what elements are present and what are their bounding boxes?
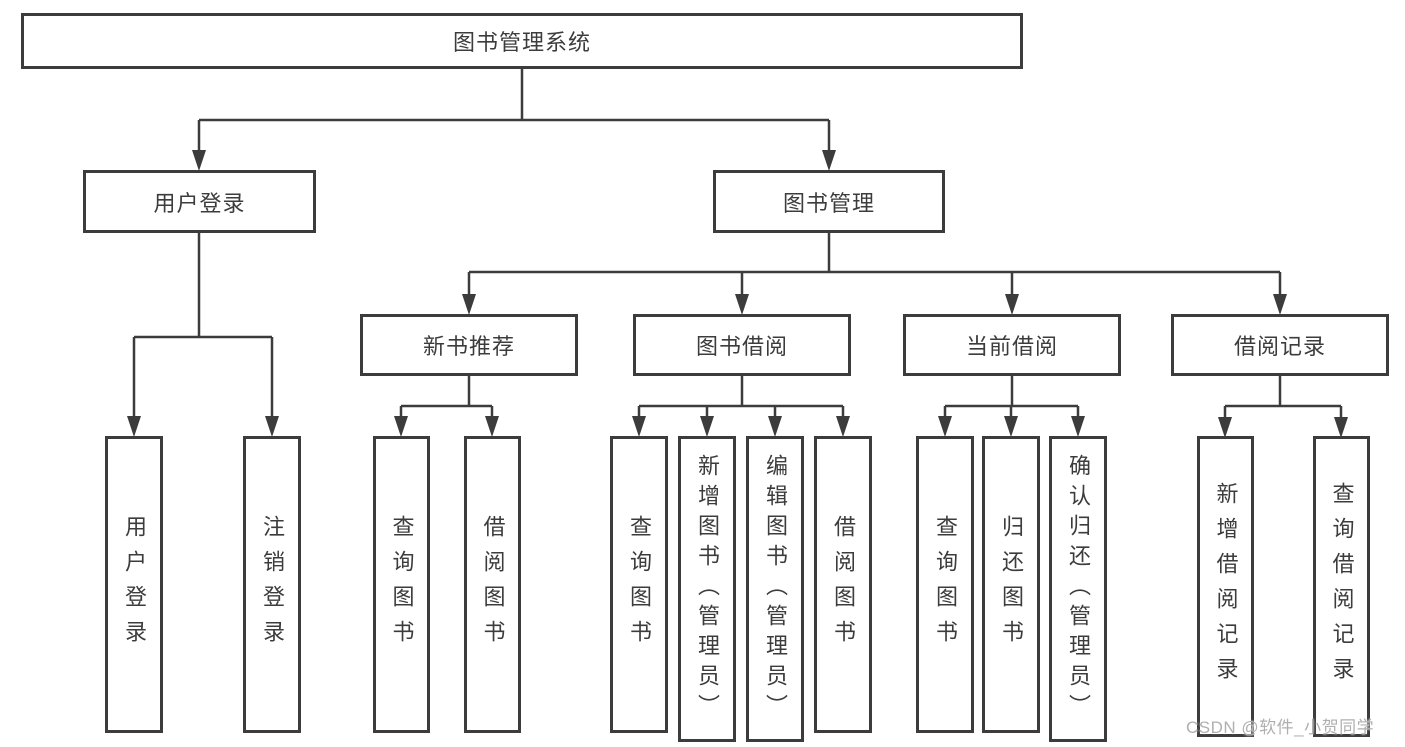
leaf-label: 借阅图书 [480,514,506,655]
leaf-borrow-books-borrowing: 借阅图书 [814,436,872,733]
leaf-label: 查询图书 [933,514,958,655]
leaf-add-borrow-record: 新增借阅记录 [1197,436,1254,737]
node-label: 用户登录 [153,190,246,216]
leaf-label: 借阅图书 [831,514,856,655]
leaf-add-books-admin: 新增图书（管理员） [678,436,736,742]
leaf-label: 查询借阅记录 [1329,481,1355,692]
leaf-label: 编辑图书（管理员） [763,454,788,724]
node-label: 新书推荐 [422,334,515,359]
leaf-return-books: 归还图书 [982,436,1040,733]
leaf-confirm-return-admin: 确认归还（管理员） [1049,436,1107,742]
node-label: 图书借阅 [695,334,788,359]
leaf-edit-books-admin: 编辑图书（管理员） [746,436,804,742]
node-library-system: 图书管理系统 [21,13,1023,69]
leaf-user-login: 用户登录 [105,436,163,733]
leaf-label: 新增借阅记录 [1213,481,1239,692]
node-label: 图书管理 [782,190,875,216]
leaf-label: 注销登录 [260,514,285,655]
leaf-label: 新增图书（管理员） [695,454,720,724]
leaf-label: 查询图书 [389,514,415,655]
leaf-query-books-current: 查询图书 [916,436,974,733]
node-book-borrowing: 图书借阅 [633,314,851,376]
node-label: 图书管理系统 [452,30,591,55]
node-new-book-recommend: 新书推荐 [360,314,578,376]
node-user-login: 用户登录 [83,170,316,233]
leaf-label: 查询图书 [627,514,652,655]
leaf-query-books-borrowing: 查询图书 [610,436,668,733]
node-label: 当前借阅 [965,334,1058,359]
node-borrowing-records: 借阅记录 [1171,314,1389,376]
watermark-text: CSDN @软件_小贺同学 [1186,718,1375,737]
node-book-management: 图书管理 [713,170,945,233]
leaf-query-borrow-record: 查询借阅记录 [1313,436,1370,737]
leaf-borrow-books-recommend: 借阅图书 [464,436,521,733]
leaf-label: 归还图书 [999,514,1024,655]
leaf-query-books-recommend: 查询图书 [373,436,430,733]
node-current-borrowing: 当前借阅 [903,314,1121,376]
leaf-logout-login: 注销登录 [243,436,301,733]
node-label: 借阅记录 [1233,334,1326,359]
leaf-label: 确认归还（管理员） [1066,454,1091,724]
leaf-label: 用户登录 [122,514,147,655]
